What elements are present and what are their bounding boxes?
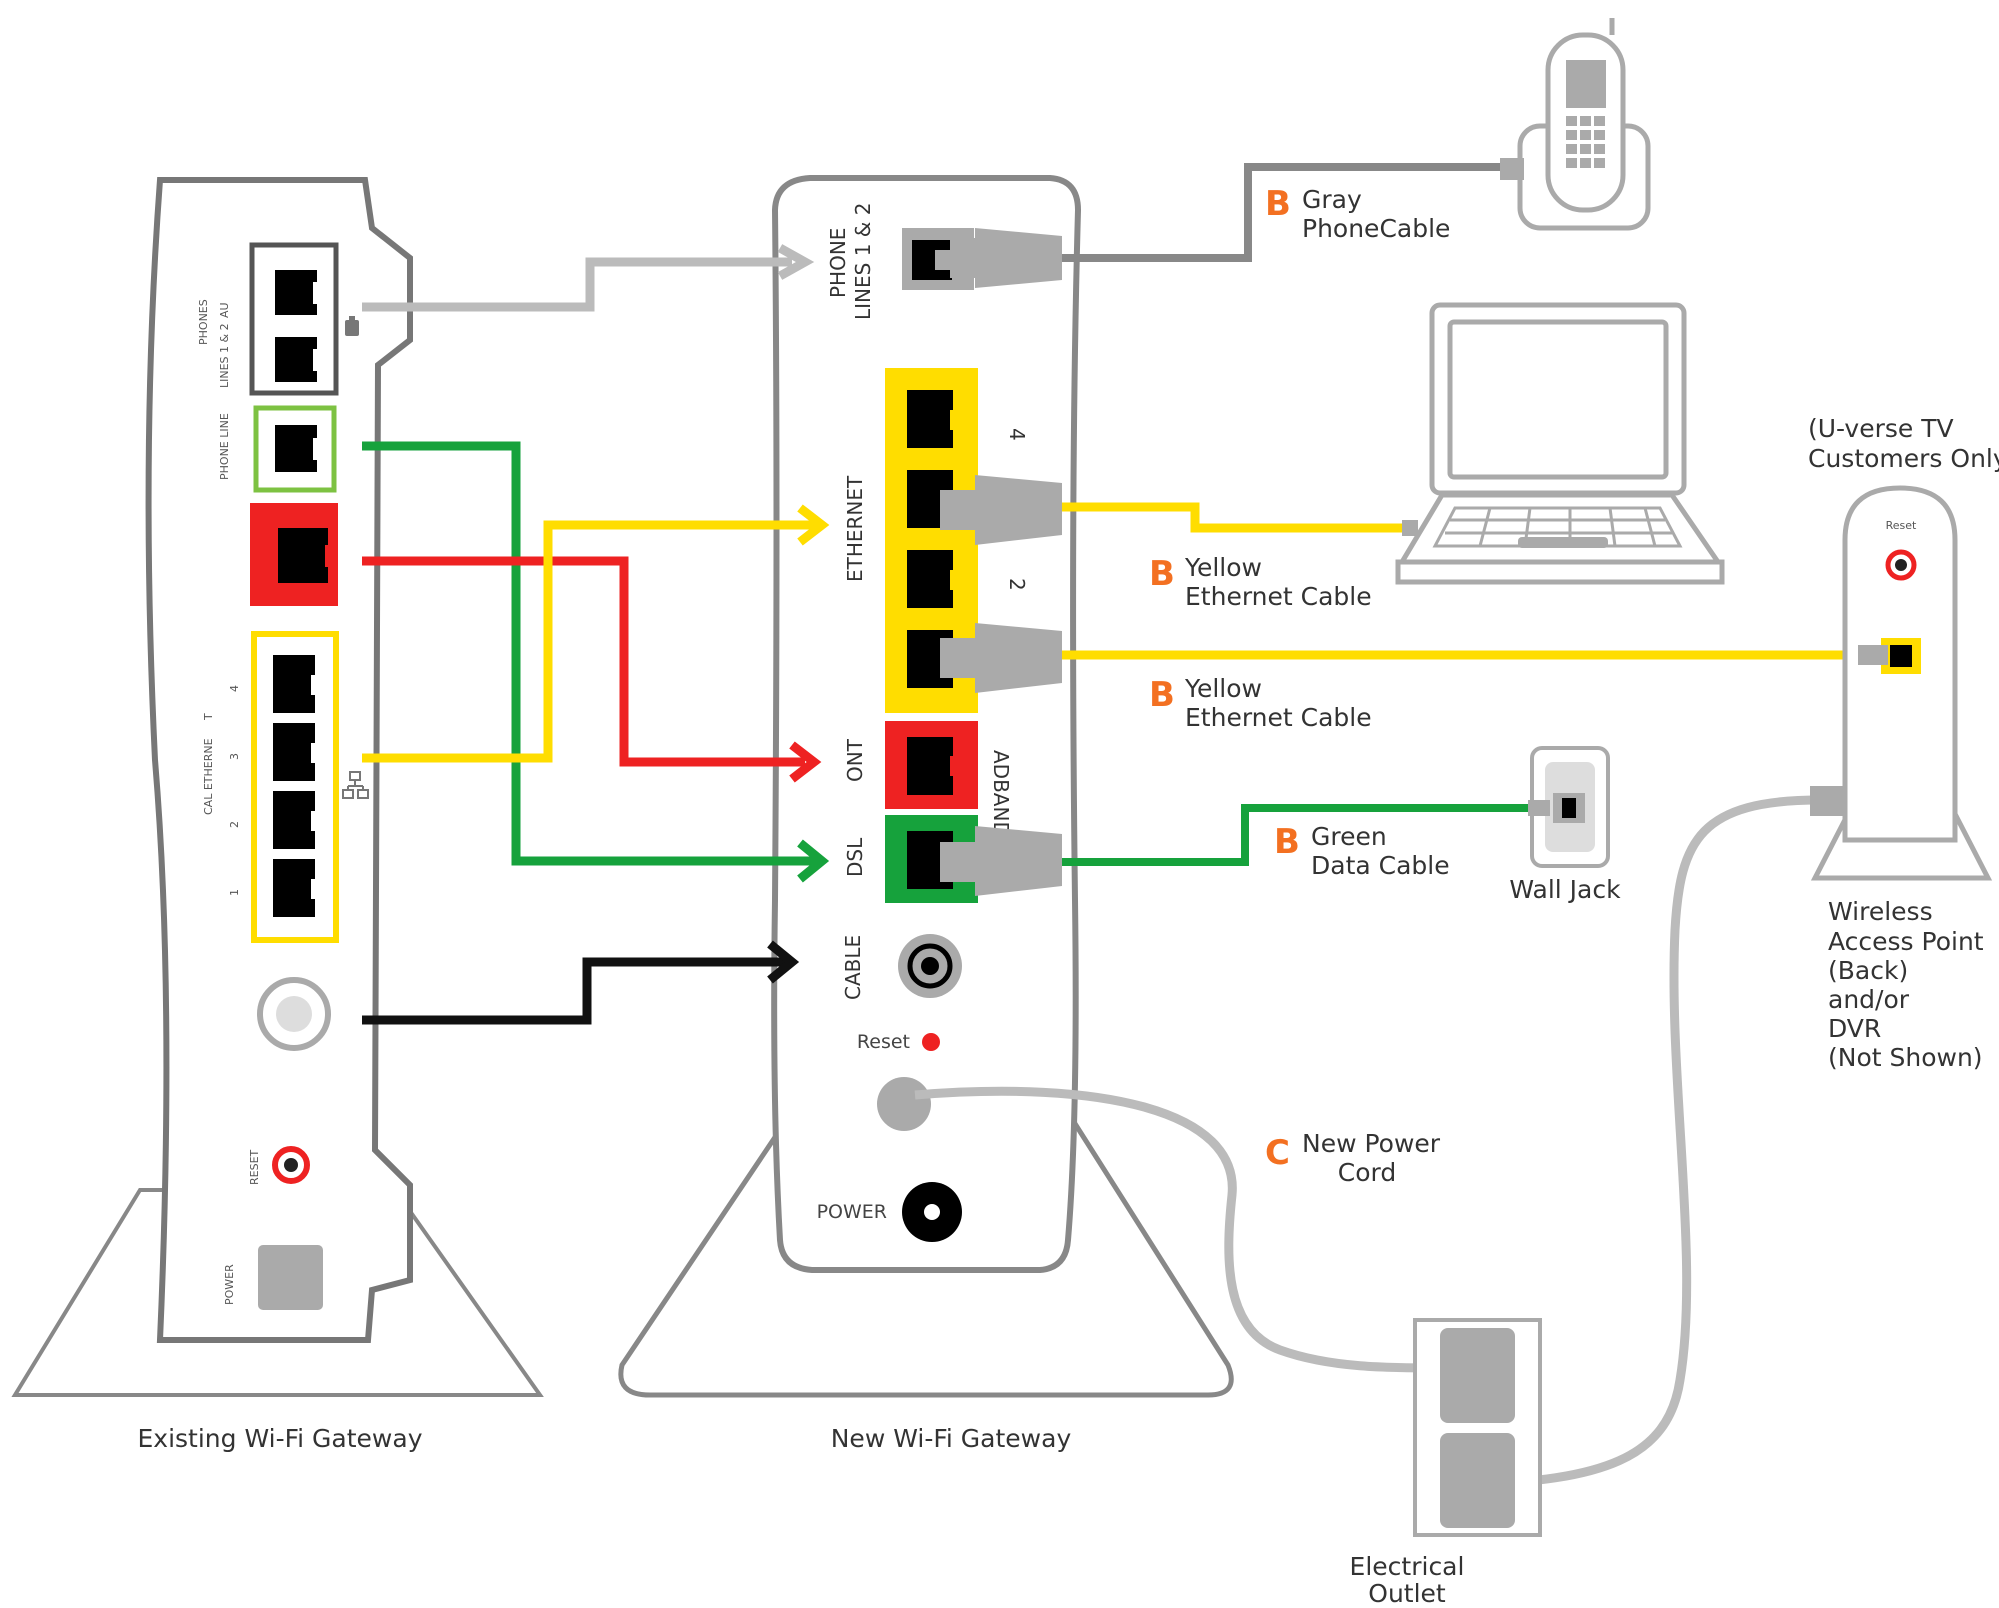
yellow-laptop-cable: [1062, 502, 1410, 533]
wall-jack: Wall Jack: [1509, 746, 1621, 904]
uverse-note-line-2: Customers Only): [1808, 444, 1999, 473]
new-phone-label: PHONE: [826, 228, 850, 298]
badge-b-green: B: [1274, 822, 1300, 862]
existing-phone-line-label: PHONE LINE: [218, 413, 231, 480]
new-ont-port: [907, 737, 953, 795]
existing-lines-label: LINES 1 & 2: [218, 323, 231, 388]
new-cable-label: CABLE: [841, 935, 865, 1000]
callout-yellow-1-line-2: Ethernet Cable: [1185, 582, 1372, 611]
existing-gateway-label: Existing Wi-Fi Gateway: [138, 1424, 423, 1453]
callout-gray-line-1: Gray: [1302, 185, 1362, 214]
callout-green-data-cable: B Green Data Cable: [1274, 822, 1450, 880]
new-reset-label: Reset: [857, 1031, 910, 1053]
power-cord: [914, 1086, 1441, 1373]
callout-yellow-2-line-2: Ethernet Cable: [1185, 703, 1372, 732]
new-ont-label: ONT: [843, 738, 867, 782]
new-gateway-label: New Wi-Fi Gateway: [831, 1424, 1072, 1453]
gray-phone-plug: [975, 228, 1062, 288]
ap-label-line-1: Wireless: [1828, 897, 1933, 926]
gray-phone-cable: [1060, 163, 1505, 262]
existing-port-num-4: 4: [228, 685, 241, 692]
new-gateway: PHONE LINES 1 & 2 ETHERNET 4 2 ONT ADBAN…: [618, 175, 1234, 1453]
existing-gateway: PHONES LINES 1 & 2 AU PHONE LINE CAL ETH…: [11, 177, 544, 1453]
new-power-label: POWER: [817, 1201, 887, 1223]
callout-green-line-2: Data Cable: [1311, 851, 1450, 880]
ap-label-line-4: and/or: [1828, 985, 1910, 1014]
new-gateway-stand: [618, 1098, 1234, 1398]
green-transfer-cable: [362, 441, 820, 866]
existing-ethernet-label: CAL ETHERNE: [202, 738, 215, 815]
callout-yellow-2-line-1: Yellow: [1184, 674, 1262, 703]
existing-phone-line-port: [275, 425, 317, 472]
existing-ethernet-port-4: [273, 655, 315, 713]
new-lines-label: LINES 1 & 2: [851, 203, 875, 320]
existing-phones-label: PHONES: [197, 299, 210, 345]
yellow-transfer-cable: [362, 520, 822, 763]
existing-port-num-1: 1: [228, 889, 241, 896]
new-broadband-label: ADBAND: [989, 750, 1013, 837]
existing-broadband-port: [278, 528, 328, 583]
ap-label-line-2: Access Point: [1828, 927, 1984, 956]
callout-yellow-ethernet-2: B Yellow Ethernet Cable: [1149, 674, 1372, 732]
callout-power-line-2: Cord: [1338, 1158, 1396, 1187]
new-ethernet-label: ETHERNET: [843, 475, 867, 582]
badge-b-yellow-2: B: [1149, 675, 1175, 715]
black-transfer-cable: [362, 957, 790, 1025]
new-ethernet-port-4: [907, 390, 953, 448]
existing-t-label: T: [202, 713, 215, 721]
badge-b-gray: B: [1265, 184, 1291, 224]
callout-gray-phone-cable: B Gray PhoneCable: [1265, 184, 1450, 243]
existing-reset-label: RESET: [248, 1149, 261, 1185]
existing-ethernet-port-3: [273, 723, 315, 781]
phone-icon: [345, 316, 359, 336]
callout-yellow-1-line-1: Yellow: [1184, 553, 1262, 582]
callout-power-cord: C New Power Cord: [1265, 1129, 1441, 1187]
badge-b-yellow-1: B: [1149, 554, 1175, 594]
ap-label-line-3: (Back): [1828, 956, 1908, 985]
ap-power-cord: [1469, 795, 1821, 1490]
red-transfer-cable: [362, 556, 805, 767]
callout-yellow-ethernet-1: B Yellow Ethernet Cable: [1149, 553, 1372, 611]
existing-phone-port-1: [275, 270, 317, 315]
green-data-cable: [1062, 804, 1540, 866]
outlet-label-line-2: Outlet: [1368, 1579, 1446, 1603]
new-power-cord-plug: [877, 1077, 931, 1131]
callout-power-line-1: New Power: [1302, 1129, 1441, 1158]
existing-power-label: POWER: [223, 1264, 236, 1305]
ap-label-line-6: (Not Shown): [1828, 1043, 1983, 1072]
existing-port-num-2: 2: [228, 821, 241, 828]
badge-c-power: C: [1265, 1133, 1290, 1173]
existing-au-label: AU: [218, 302, 231, 318]
new-port-num-2: 2: [1005, 578, 1029, 591]
existing-ethernet-block: [251, 631, 339, 943]
callout-gray-line-2: PhoneCable: [1302, 214, 1450, 243]
cordless-phone: [1500, 18, 1651, 231]
existing-power-port: [258, 1245, 323, 1310]
laptop: [1395, 302, 1725, 585]
uverse-note-line-1: (U-verse TV: [1808, 414, 1954, 443]
new-port-num-4: 4: [1005, 428, 1029, 441]
new-reset-button: [922, 1033, 940, 1051]
network-icon: [342, 771, 369, 799]
gray-transfer-cable: [362, 257, 792, 312]
wall-jack-label: Wall Jack: [1509, 875, 1621, 904]
new-dsl-label: DSL: [843, 837, 867, 877]
existing-port-num-3: 3: [228, 753, 241, 760]
ap-reset-label: Reset: [1886, 519, 1917, 532]
transfer-cables: [362, 244, 830, 1025]
ap-label-line-5: DVR: [1828, 1014, 1881, 1043]
outgoing-cables: [914, 163, 1914, 1490]
existing-ethernet-port-1: [273, 859, 315, 917]
wireless-access-point: (U-verse TV Customers Only) Reset Wirele…: [1808, 414, 1999, 1072]
callout-green-line-1: Green: [1311, 822, 1387, 851]
outlet-label-line-1: Electrical: [1350, 1552, 1465, 1581]
existing-phone-port-2: [275, 337, 317, 382]
existing-ethernet-port-2: [273, 791, 315, 849]
new-ethernet-port-2: [907, 550, 953, 608]
